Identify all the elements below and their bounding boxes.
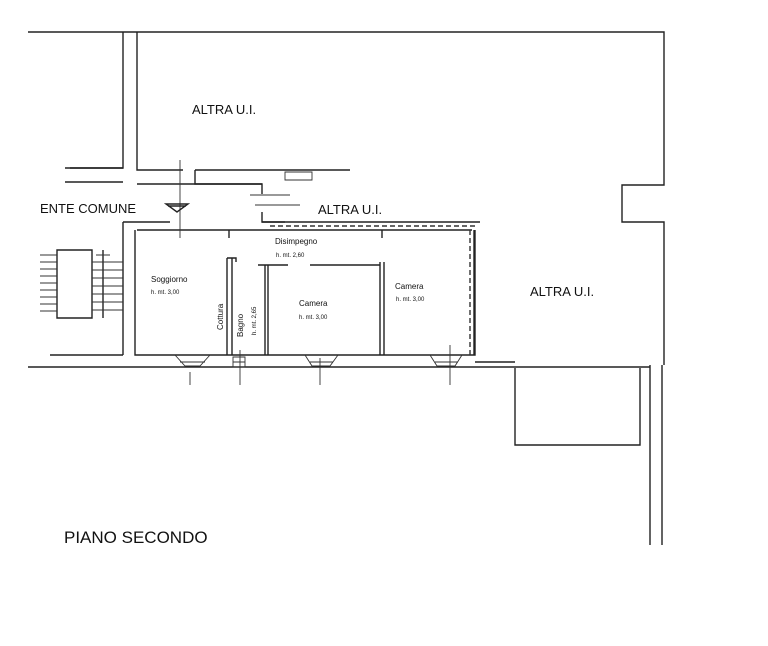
room-camera-1: Camera [299, 299, 328, 308]
room-cottura: Cottura [216, 303, 225, 330]
room-camera-2: Camera [395, 282, 424, 291]
room-disimpegno-height: h. mt. 2,60 [276, 253, 305, 259]
label-altra-ui-top: ALTRA U.I. [192, 102, 256, 117]
walls [28, 31, 665, 545]
room-bagno: Bagno [236, 313, 245, 337]
floor-title: PIANO SECONDO [64, 528, 208, 547]
room-camera-2-height: h. mt. 3,00 [396, 297, 425, 303]
labels: ALTRA U.I. ALTRA U.I. ALTRA U.I. ENTE CO… [40, 102, 594, 547]
room-bagno-height: h. mt. 2,65 [252, 306, 258, 335]
label-altra-ui-right: ALTRA U.I. [530, 284, 594, 299]
room-soggiorno-height: h. mt. 3,00 [151, 290, 180, 296]
room-disimpegno: Disimpegno [275, 237, 318, 246]
label-ente-comune: ENTE COMUNE [40, 201, 136, 216]
room-soggiorno: Soggiorno [151, 275, 188, 284]
room-camera-1-height: h. mt. 3,00 [299, 315, 328, 321]
label-altra-ui-middle: ALTRA U.I. [318, 202, 382, 217]
